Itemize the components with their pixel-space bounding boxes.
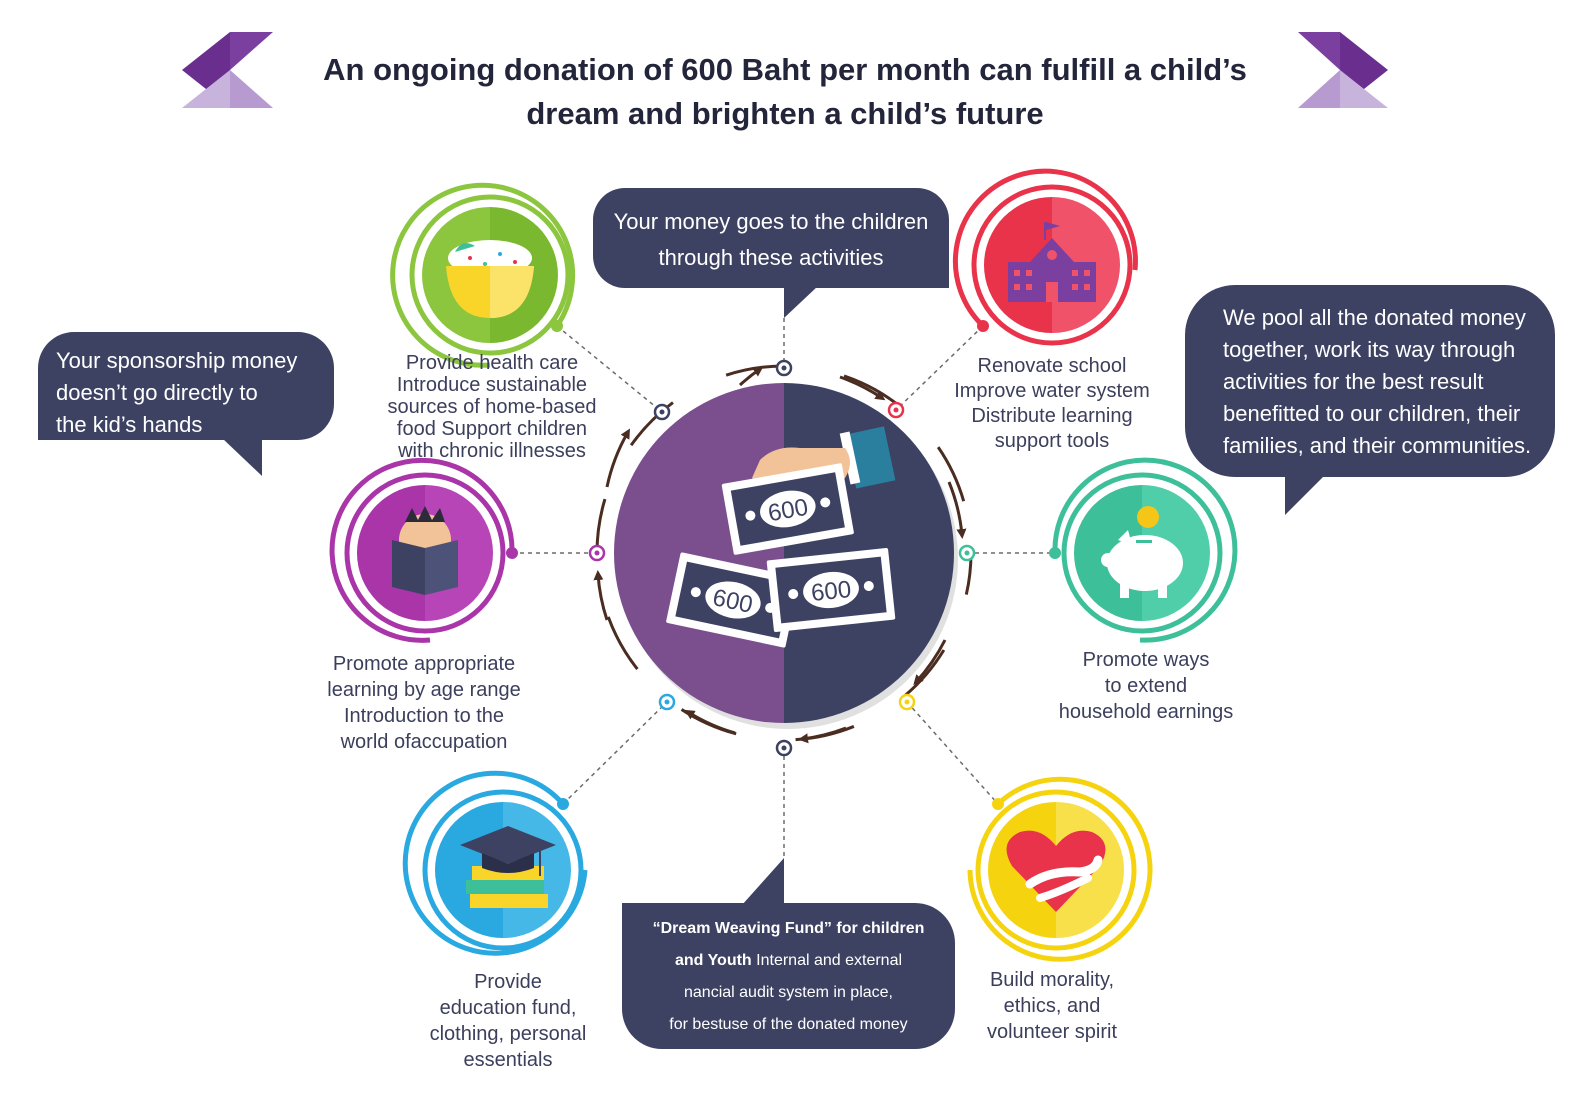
connector-lines — [512, 318, 1055, 858]
bubble-top-line-2: through these activities — [658, 245, 884, 270]
bubble-right-line-5: families, and their communities. — [1223, 433, 1532, 458]
ring-node-dots — [588, 359, 976, 757]
label-education: Provide education fund, clothing, person… — [408, 969, 608, 1073]
bubble-right-line-2: together, work its way through — [1223, 337, 1516, 362]
bubble-right-line-3: activities for the best result — [1223, 369, 1484, 394]
label-morality-line-2: ethics, and — [1003, 995, 1101, 1017]
bubble-left-line-3: the kid’s hands — [56, 412, 203, 437]
label-school-line-1: Renovate school — [977, 355, 1127, 377]
label-food-line-2: Introduce sustainable — [396, 374, 588, 396]
label-learning-line-3: Introduction to the — [343, 705, 505, 727]
label-school: Renovate school Improve water system Dis… — [932, 354, 1172, 454]
bubble-right-text: We pool all the donated money together, … — [1223, 302, 1553, 462]
title-decoration-right-icon — [1298, 32, 1388, 108]
label-morality: Build morality, ethics, and volunteer sp… — [960, 967, 1144, 1045]
money-hand-icon: 600 600 600 — [666, 426, 896, 648]
piggy-bank-icon — [1101, 506, 1183, 598]
label-education-line-2: education fund, — [439, 997, 577, 1019]
label-morality-line-3: volunteer spirit — [986, 1021, 1118, 1043]
label-earnings-line-2: to extend — [1104, 675, 1188, 697]
activity-earnings-icon-circle — [1049, 457, 1238, 643]
label-learning-line-1: Promote appropriate — [332, 653, 516, 675]
label-school-line-2: Improve water system — [954, 380, 1150, 402]
school-building-icon — [1008, 222, 1096, 302]
bubble-bottom — [622, 858, 955, 1049]
child-reading-icon — [392, 506, 458, 595]
bubble-left-line-2: doesn’t go directly to — [56, 380, 258, 405]
bubble-left-text: Your sponsorship money doesn’t go direct… — [56, 345, 326, 441]
activity-food-icon-circle — [390, 182, 576, 368]
bubble-right-line-1: We pool all the donated money — [1223, 305, 1526, 330]
title-line-1: An ongoing donation of 600 Baht per mont… — [323, 52, 1247, 87]
fund-text-line-2: Internal and external — [751, 952, 903, 969]
bubble-bottom-text: “Dream Weaving Fund” for children and Yo… — [622, 913, 955, 1041]
title-decoration-left-icon — [182, 32, 273, 108]
activity-education-icon-circle — [402, 770, 588, 956]
bubble-top-line-1: Your money goes to the children — [613, 209, 929, 234]
title-line-2: dream and brighten a child’s future — [526, 96, 1044, 131]
bubble-right-line-4: benefitted to our children, their — [1223, 401, 1521, 426]
heart-hug-icon — [1006, 830, 1106, 912]
fund-text-line-3: nancial audit system in place, — [684, 984, 893, 1001]
label-education-line-1: Provide — [474, 971, 542, 993]
label-education-line-4: essentials — [463, 1049, 553, 1071]
food-bowl-icon — [446, 240, 534, 318]
label-learning: Promote appropriate learning by age rang… — [304, 651, 544, 755]
label-food-line-1: Provide health care — [405, 352, 579, 374]
label-education-line-3: clothing, personal — [429, 1023, 587, 1045]
bubble-right — [1185, 285, 1555, 515]
label-learning-line-2: learning by age range — [327, 679, 521, 701]
label-food-line-3: sources of home-based — [387, 396, 597, 418]
label-food-line-4: food Support children — [396, 418, 588, 440]
label-food-line-5: with chronic illnesses — [398, 440, 586, 462]
bubble-left — [38, 332, 334, 476]
fund-title-line-1: “Dream Weaving Fund” for children — [652, 920, 925, 937]
label-earnings: Promote ways to extend household earning… — [1036, 647, 1256, 725]
label-earnings-line-1: Promote ways — [1082, 649, 1210, 671]
activity-learning-icon-circle — [329, 457, 518, 643]
label-food: Provide health care Introduce sustainabl… — [362, 352, 622, 462]
bubble-left-line-1: Your sponsorship money — [56, 348, 298, 373]
label-school-line-4: support tools — [994, 430, 1110, 452]
label-morality-line-1: Build morality, — [989, 969, 1115, 991]
label-learning-line-4: world ofaccupation — [340, 731, 508, 753]
bubble-top — [593, 188, 949, 318]
activity-morality-icon-circle — [967, 776, 1153, 962]
center-money-circle — [614, 383, 958, 729]
page-title: An ongoing donation of 600 Baht per mont… — [270, 48, 1300, 136]
label-school-line-3: Distribute learning — [971, 405, 1133, 427]
graduation-cap-icon — [460, 826, 556, 908]
fund-text-line-4: for bestuse of the donated money — [669, 1016, 908, 1033]
note-value-3: 600 — [810, 576, 853, 607]
label-earnings-line-3: household earnings — [1058, 701, 1234, 723]
activity-school-icon-circle — [952, 168, 1138, 346]
bubble-top-text: Your money goes to the children through … — [593, 204, 949, 276]
fund-title-line-2: and Youth — [674, 952, 752, 969]
